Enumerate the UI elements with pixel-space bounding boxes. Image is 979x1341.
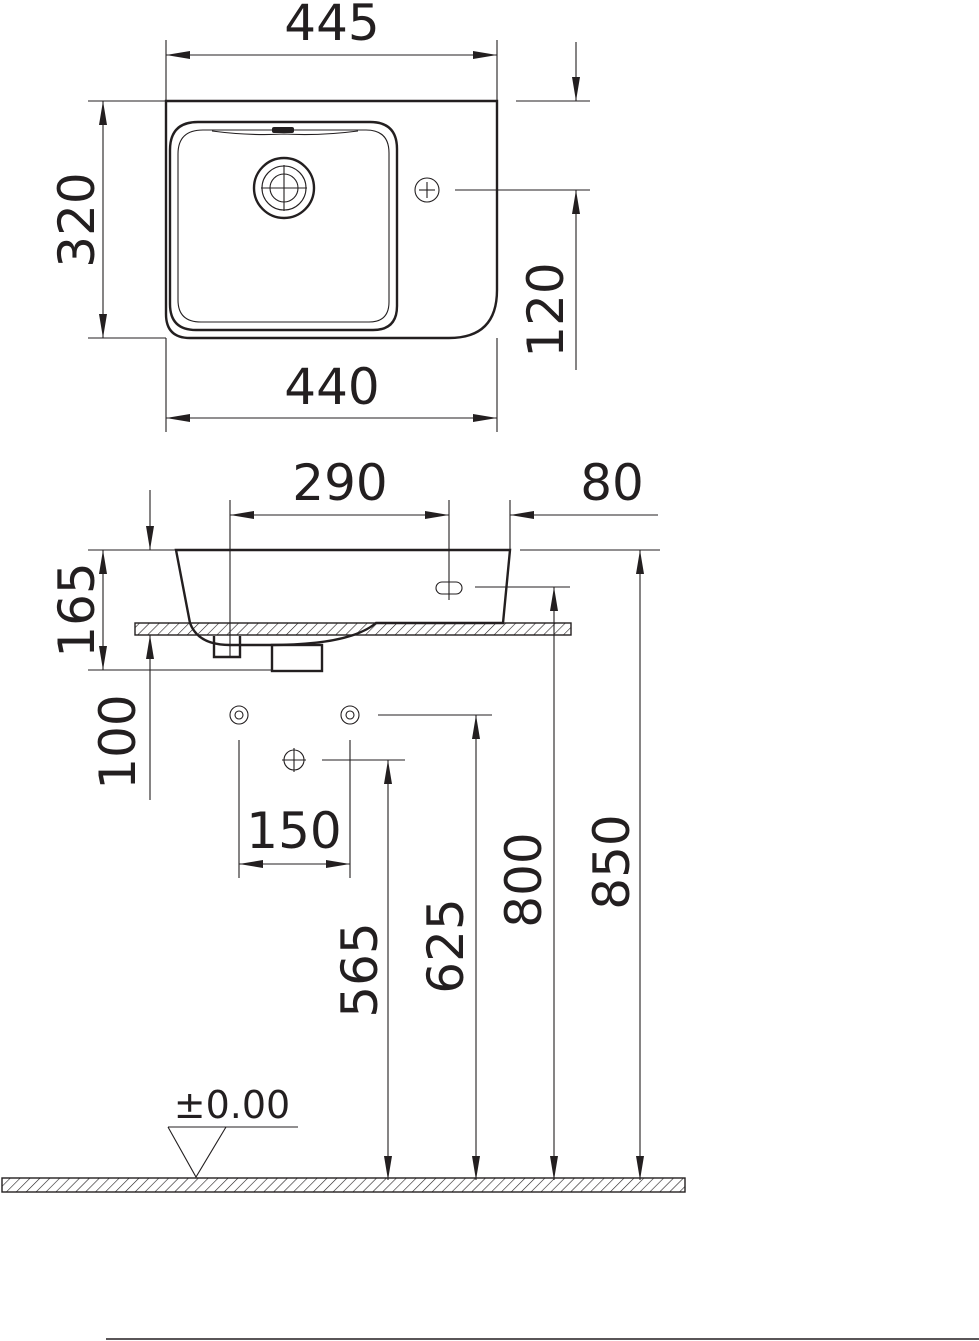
top-view: 445 320 120 440 bbox=[48, 0, 590, 432]
waste-pipe bbox=[270, 643, 324, 673]
drain-hole-icon bbox=[282, 748, 306, 772]
countertop bbox=[134, 622, 572, 636]
dim-width-bottom: 440 bbox=[284, 358, 379, 416]
dim-height-800: 800 bbox=[495, 832, 553, 927]
dim-height-850: 850 bbox=[583, 814, 641, 909]
dim-pipe-spacing: 150 bbox=[246, 802, 341, 860]
waste-drain-icon bbox=[252, 156, 316, 220]
supply-hole-right-icon bbox=[340, 705, 360, 725]
dim-width-top: 445 bbox=[284, 0, 379, 52]
floor bbox=[1, 1177, 686, 1193]
dim-tap-setback: 80 bbox=[580, 454, 644, 512]
dim-tap-offset: 120 bbox=[517, 262, 575, 357]
dim-depth: 320 bbox=[48, 172, 106, 267]
tap-hole-icon bbox=[414, 177, 440, 203]
side-view: 290 80 165 100 bbox=[1, 454, 686, 1193]
floor-level-label: ±0.00 bbox=[174, 1083, 290, 1127]
bowl-inner bbox=[177, 129, 390, 323]
overflow-slot bbox=[272, 127, 294, 133]
dim-below-counter: 100 bbox=[89, 694, 147, 789]
bowl-outer bbox=[168, 120, 399, 332]
dim-height-565: 565 bbox=[331, 922, 389, 1017]
supply-hole-left-icon bbox=[229, 705, 249, 725]
floor-level-marker: ±0.00 bbox=[167, 1083, 298, 1179]
basin-top-outline bbox=[164, 99, 499, 340]
dim-waste-offset: 290 bbox=[292, 454, 387, 512]
dim-basin-height: 165 bbox=[48, 562, 106, 657]
dim-height-625: 625 bbox=[417, 898, 475, 993]
